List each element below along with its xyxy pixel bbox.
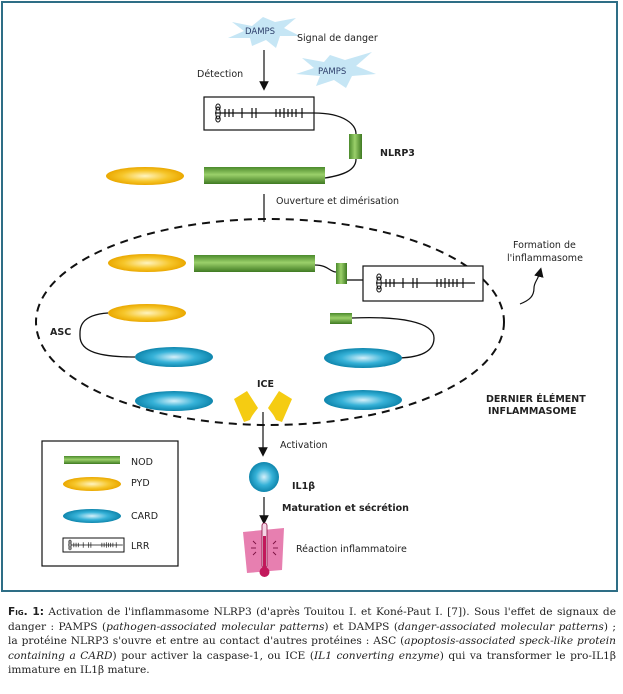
caption-text: ) qui va transformer le pro-IL1β immatur… bbox=[8, 649, 617, 677]
ice-caspase1 bbox=[234, 391, 292, 422]
asc-label: ASC bbox=[50, 327, 71, 338]
figure-label: Fig. 1: bbox=[8, 606, 44, 618]
legend-nod-label: NOD bbox=[131, 457, 153, 468]
nacht-domain bbox=[349, 134, 362, 159]
legend-lrr-swatch bbox=[62, 537, 125, 553]
formation-label-line1: Formation de bbox=[513, 240, 576, 251]
nacht-domain bbox=[336, 263, 347, 284]
signal-danger-label: Signal de danger bbox=[297, 33, 378, 44]
caption-text: ) et DAMPS ( bbox=[324, 620, 398, 633]
caption-text: ) pour activer la caspase-1, ou ICE ( bbox=[112, 649, 314, 662]
legend-card-swatch bbox=[63, 509, 121, 523]
detection-label: Détection bbox=[197, 69, 243, 80]
inflammasome-boundary bbox=[35, 218, 505, 426]
nod-domain bbox=[194, 255, 315, 272]
asc bbox=[79, 304, 213, 367]
legend-lrr-label: LRR bbox=[131, 541, 150, 552]
thermometer-icon bbox=[243, 522, 284, 577]
nlrp3-open bbox=[108, 254, 484, 302]
maturation-label: Maturation et sécrétion bbox=[282, 503, 409, 514]
caption-italic: pathogen-associated molecular patterns bbox=[106, 620, 325, 633]
pyd-domain bbox=[108, 304, 186, 322]
legend-pyd-swatch bbox=[63, 477, 121, 491]
last-element-line2: INFLAMMASOME bbox=[488, 406, 577, 417]
open-dimerisation-label: Ouverture et dimérisation bbox=[276, 196, 399, 207]
pyd-domain bbox=[108, 254, 186, 272]
card-domain bbox=[324, 390, 402, 410]
card-linker bbox=[324, 313, 435, 368]
legend: NOD PYD CARD LRR bbox=[41, 440, 179, 567]
nlrp3-closed bbox=[106, 96, 362, 185]
ice-label: ICE bbox=[257, 379, 274, 390]
figure-caption: Fig. 1: Activation de l'inflammasome NLR… bbox=[8, 605, 616, 678]
il1b-molecule bbox=[249, 462, 279, 492]
legend-card-label: CARD bbox=[131, 511, 158, 522]
card-domain bbox=[135, 391, 213, 411]
nod-fragment bbox=[330, 313, 352, 324]
activation-label: Activation bbox=[280, 440, 328, 451]
caption-italic: apoptosis-associated speck-like protein … bbox=[8, 635, 616, 662]
damps-label: DAMPS bbox=[245, 27, 275, 37]
caption-text: Activation de l'inflammasome NLRP3 (d'ap… bbox=[8, 606, 616, 633]
reaction-label: Réaction inflammatoire bbox=[296, 544, 407, 555]
caption-text: ) ; la protéine NLRP3 s'ouvre et entre a… bbox=[8, 620, 616, 648]
card-domain bbox=[135, 347, 213, 367]
nod-domain bbox=[204, 167, 325, 184]
pamps-label: PAMPS bbox=[318, 67, 346, 77]
caption-italic: danger-associated molecular patterns bbox=[397, 620, 604, 633]
pyd-domain bbox=[106, 167, 184, 185]
nlrp3-label: NLRP3 bbox=[380, 148, 415, 159]
formation-arrow bbox=[519, 267, 544, 305]
last-element-line1: DERNIER ÉLÉMENT bbox=[486, 393, 586, 405]
il1b-label: IL1β bbox=[292, 481, 315, 492]
caption-italic: IL1 converting enzyme bbox=[313, 649, 440, 662]
card-domain bbox=[324, 348, 402, 368]
formation-label-line2: l'inflammasome bbox=[507, 253, 583, 264]
legend-nod-swatch bbox=[64, 456, 120, 464]
damps-burst: DAMPS bbox=[228, 17, 300, 48]
inflammasome-diagram: DAMPS Signal de danger PAMPS Détection N… bbox=[35, 17, 586, 577]
legend-pyd-label: PYD bbox=[131, 478, 150, 489]
pamps-burst: PAMPS bbox=[296, 52, 376, 88]
